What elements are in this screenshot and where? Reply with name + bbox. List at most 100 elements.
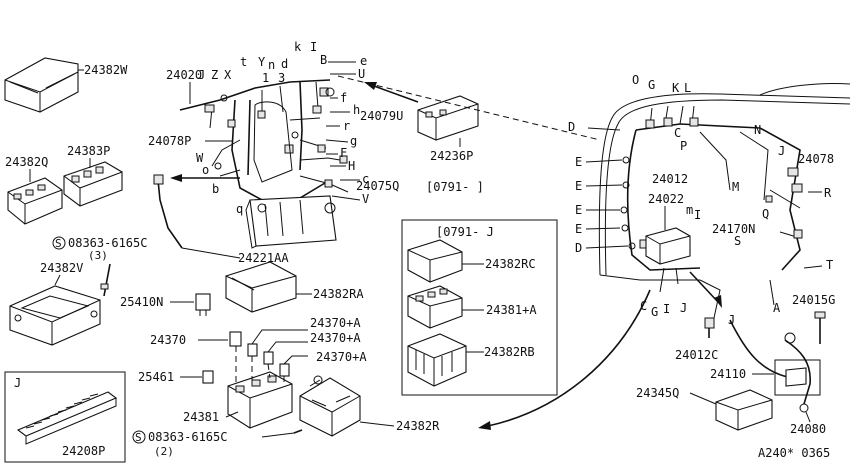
- letter-D-b: D: [575, 241, 582, 255]
- fuse-24370: [229, 331, 242, 347]
- arrow-line-f: [689, 271, 719, 303]
- letter-C-b: C: [640, 299, 647, 313]
- fuse-box-base-24382V: [9, 285, 101, 346]
- arrow-line-e: [487, 289, 651, 427]
- letter-e: e: [360, 54, 367, 68]
- label-0791a: [0791- ]: [426, 180, 484, 194]
- label-24382RA: 24382RA: [313, 287, 364, 301]
- letter-N: N: [754, 123, 761, 137]
- fuse-box-cover-24382W: [4, 57, 79, 113]
- label-24020: 24020: [166, 68, 202, 82]
- label-24345Q: 24345Q: [636, 386, 679, 400]
- fuse-block-24381: [227, 346, 293, 429]
- letter-V: V: [362, 192, 369, 206]
- letter-n: n: [268, 58, 275, 72]
- letter-E-a: E: [575, 155, 582, 169]
- cable-24110: [729, 319, 821, 413]
- fuse-24370-a1: [247, 343, 258, 357]
- label-24370A-2: 24370+A: [310, 331, 361, 345]
- letter-G-b: G: [651, 305, 658, 319]
- fuse-24370-a3: [279, 363, 290, 377]
- label-25461: 25461: [138, 370, 174, 384]
- letter-d: d: [281, 57, 288, 71]
- label-24370A-1: 24370+A: [310, 316, 361, 330]
- engine-harness-24020: [179, 79, 349, 249]
- letter-1: 1: [262, 71, 269, 85]
- label-qty-3: (3): [88, 249, 108, 262]
- base-24382RB: [407, 333, 467, 387]
- letter-O: O: [632, 73, 639, 87]
- label-24382V: 24382V: [40, 261, 83, 275]
- letter-h: h: [353, 103, 360, 117]
- letter-R: R: [824, 186, 832, 200]
- letter-I-b: I: [694, 208, 701, 222]
- letter-I-a: I: [310, 40, 317, 54]
- fuse-strip-24208P: [16, 391, 118, 445]
- ground-cable-24221AA: [153, 174, 241, 259]
- label-24078P: 24078P: [148, 134, 191, 148]
- bracket-24345Q: [715, 389, 773, 431]
- box-0791: [401, 219, 558, 396]
- dashed-line-d: [337, 75, 601, 141]
- letter-c-a: c: [362, 172, 369, 186]
- arrowhead-f: [714, 295, 722, 308]
- cover-24382RC: [407, 239, 463, 283]
- label-24381A: 24381+A: [486, 303, 537, 317]
- letter-g: g: [350, 134, 357, 148]
- fuse-24370-a2: [263, 351, 274, 365]
- label-24382W: 24382W: [84, 63, 128, 77]
- label-24015G: 24015G: [792, 293, 835, 307]
- letter-k: k: [294, 40, 302, 54]
- label-24078: 24078: [798, 152, 834, 166]
- label-24370: 24370: [150, 333, 186, 347]
- arrowhead-e: [478, 421, 491, 430]
- label-24208P: 24208P: [62, 444, 105, 458]
- label-24080: 24080: [790, 422, 826, 436]
- letter-H: H: [348, 159, 355, 173]
- label-24383P: 24383P: [67, 144, 110, 158]
- letter-f-a: f: [340, 91, 347, 105]
- label-24236P: 24236P: [430, 149, 473, 163]
- label-qty-2: (2): [154, 445, 174, 458]
- letter-r: r: [343, 119, 350, 133]
- letter-G-a: G: [648, 78, 655, 92]
- letter-T: T: [826, 258, 833, 272]
- letter-C-a: C: [674, 126, 681, 140]
- letter-P: P: [680, 139, 687, 153]
- label-25410N: 25410N: [120, 295, 163, 309]
- label-0791b: [0791- J: [436, 225, 494, 239]
- letter-K: K: [672, 81, 680, 95]
- letter-3: 3: [278, 71, 285, 85]
- part-25461: [202, 370, 214, 384]
- letter-W: W: [196, 151, 204, 165]
- label-24110: 24110: [710, 367, 746, 381]
- letter-B-a: B: [320, 53, 327, 67]
- cover-24382RA: [225, 261, 297, 313]
- label-24012: 24012: [652, 172, 688, 186]
- label-24170N: 24170N: [712, 222, 755, 236]
- letter-Z: Z: [211, 68, 218, 82]
- screw-s-a: S: [55, 237, 62, 250]
- letter-t: t: [240, 55, 247, 69]
- label-24022: 24022: [648, 192, 684, 206]
- letter-U: U: [358, 67, 365, 81]
- label-24382RC: 24382RC: [485, 257, 536, 271]
- relay-box-24383P: [63, 161, 123, 207]
- letter-b: b: [212, 182, 219, 196]
- label-24382RB: 24382RB: [484, 345, 535, 359]
- label-24370A-3: 24370+A: [316, 350, 367, 364]
- letter-E-b: E: [575, 179, 582, 193]
- arrowhead-b: [170, 174, 182, 182]
- relay-25410N: [195, 293, 211, 316]
- bolt-line-a: [103, 263, 111, 297]
- diagram-code: A240* 0365: [758, 446, 830, 460]
- screw-s-b: S: [135, 431, 142, 444]
- bracket-24236P: [417, 95, 479, 141]
- label-24012C: 24012C: [675, 348, 718, 362]
- label-24381: 24381: [183, 410, 219, 424]
- relay-box-24382Q: [7, 177, 63, 225]
- dashboard-harness-24012: [620, 105, 803, 293]
- letter-M: M: [732, 180, 739, 194]
